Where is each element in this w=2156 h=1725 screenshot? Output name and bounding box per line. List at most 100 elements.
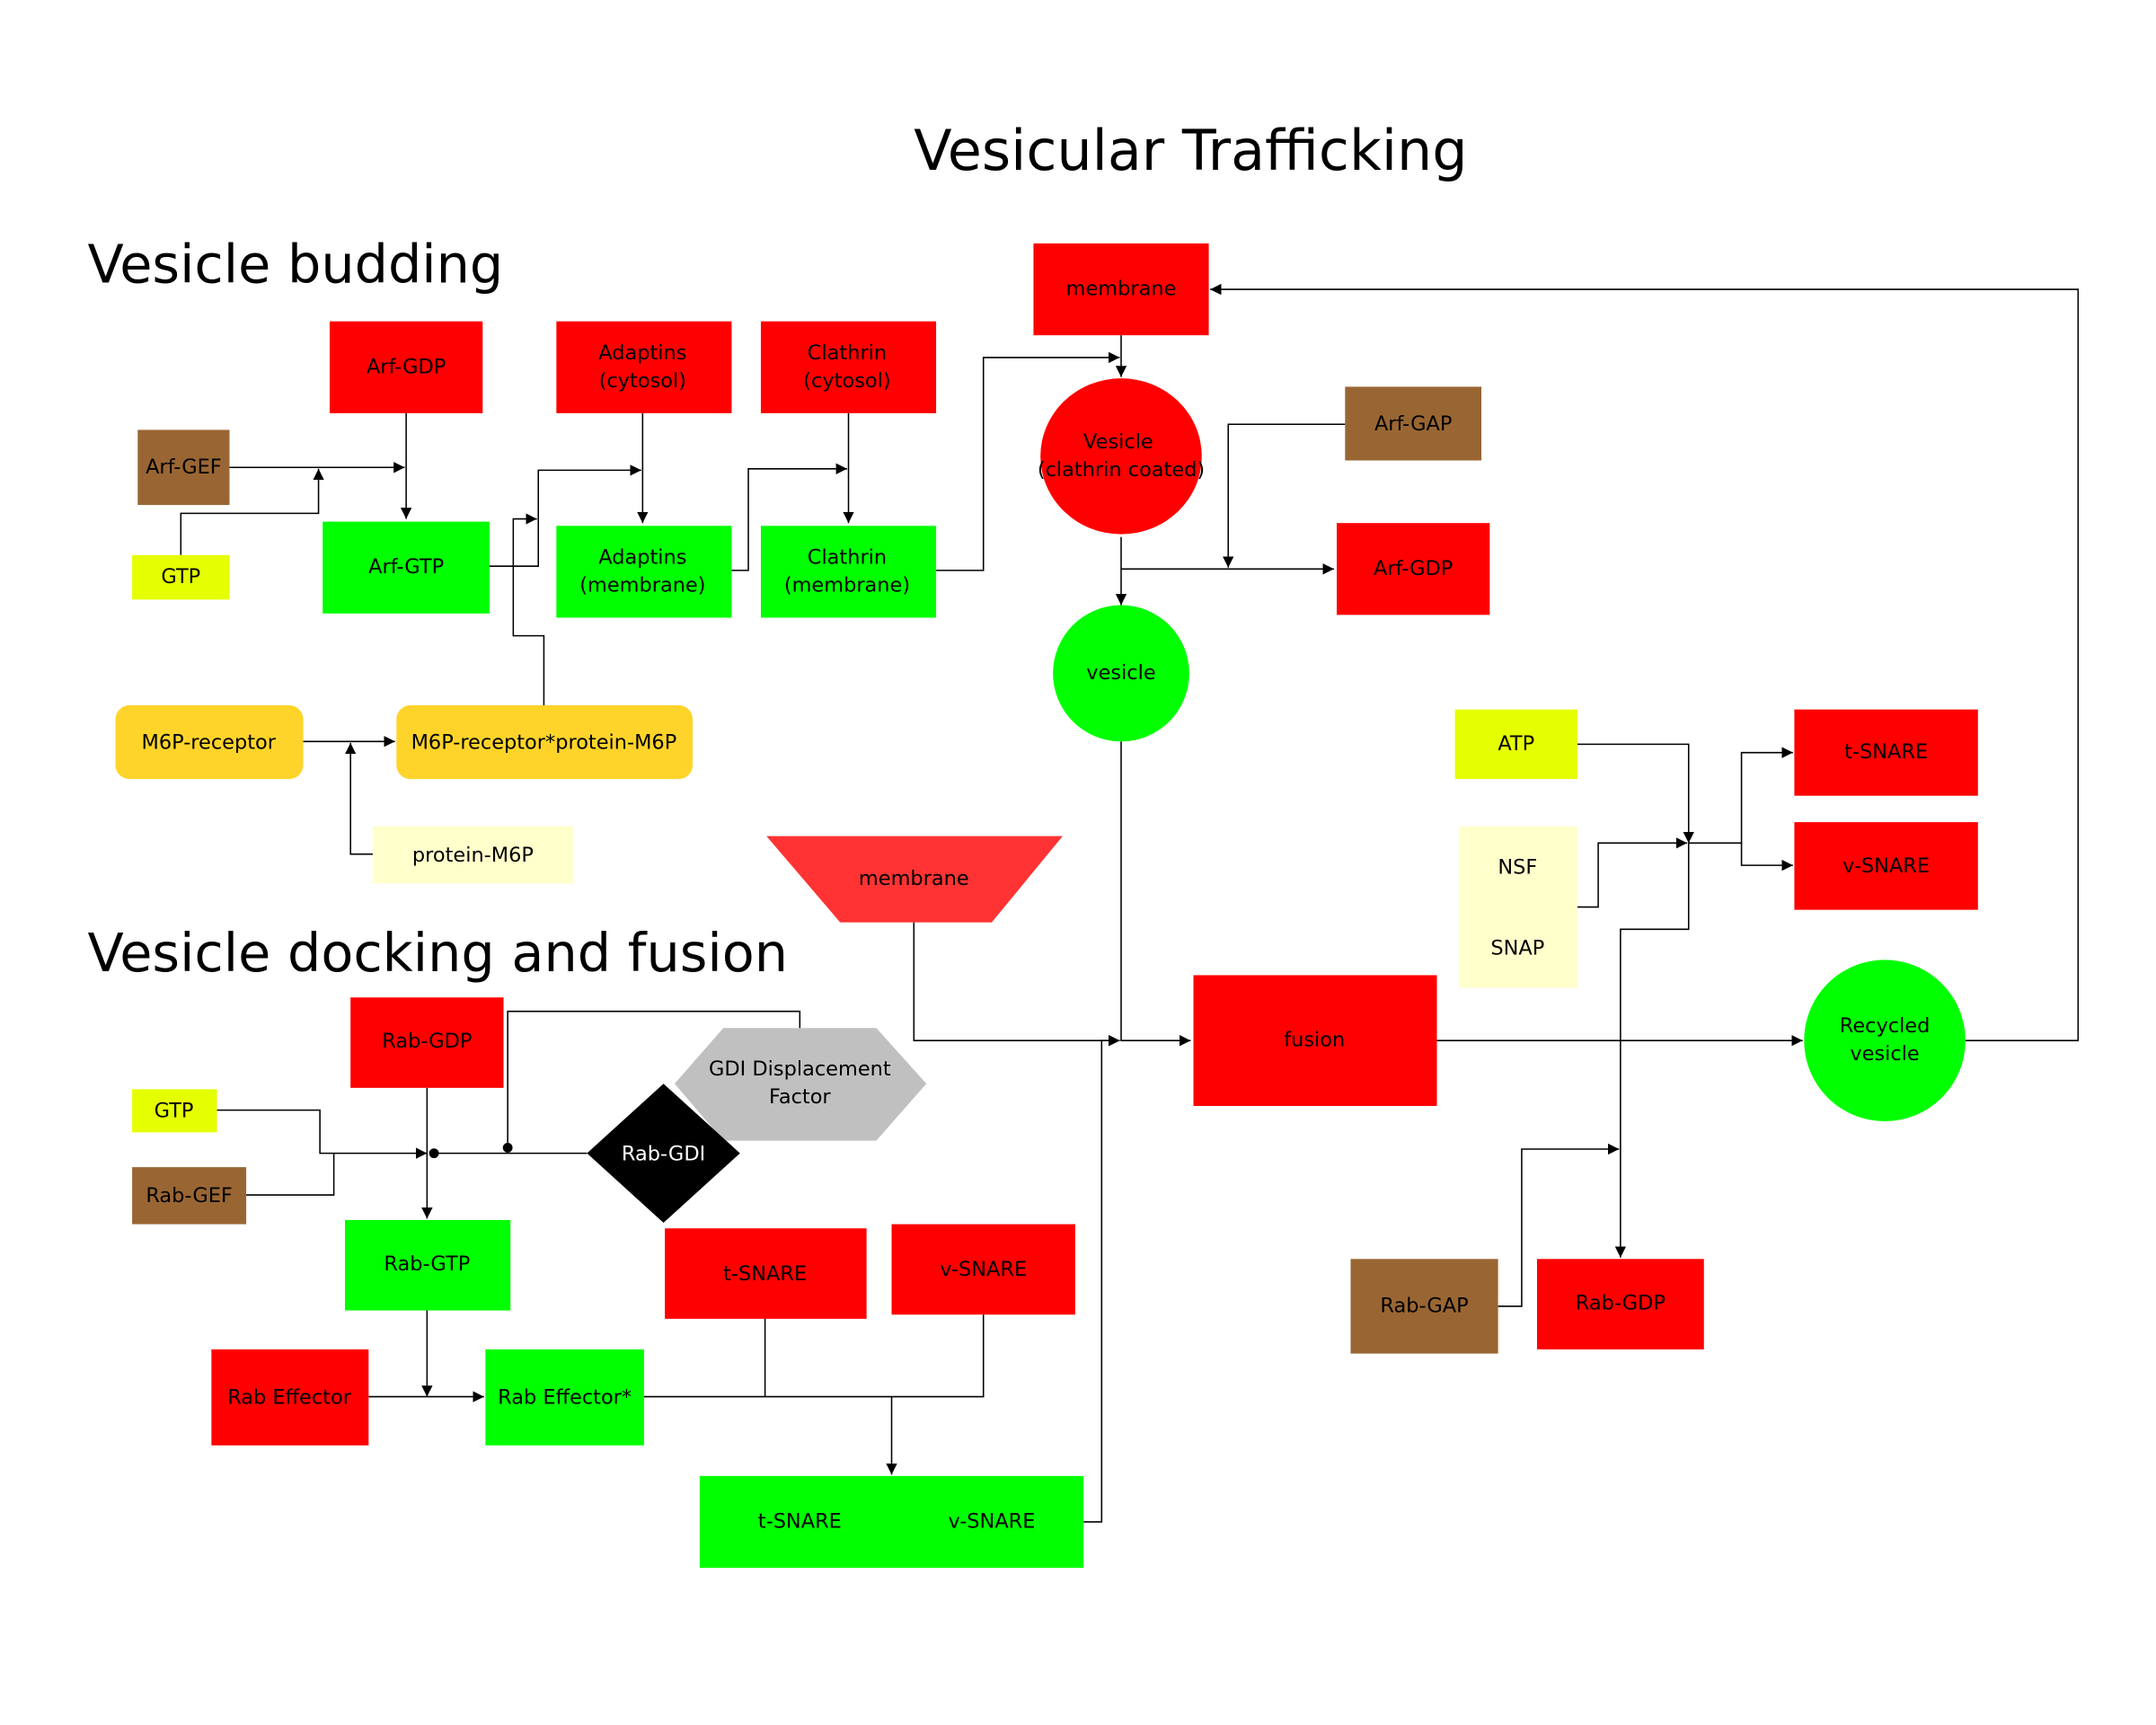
edge	[216, 1109, 428, 1159]
node-clathrin-cytosol[interactable]: Clathrin (cytosol)	[760, 321, 937, 413]
node-label: (cytosol)	[803, 369, 890, 393]
node-vesicle[interactable]: vesicle	[1053, 605, 1189, 742]
node-label: SNAP	[1490, 937, 1544, 960]
node-label: (cytosol)	[599, 369, 686, 393]
node-rab-gdp-2[interactable]: Rab-GDP	[1536, 1259, 1704, 1349]
edge	[1083, 1035, 1120, 1523]
node-label: membrane	[1066, 278, 1177, 301]
node-label: Rab-GAP	[1380, 1294, 1468, 1317]
node-vesicle-clathrin-coated[interactable]: Vesicle (clathrin coated)	[1038, 378, 1205, 535]
node-label: vesicle	[1850, 1042, 1919, 1066]
node-label: Clathrin	[808, 341, 887, 365]
node-label: NSF	[1498, 856, 1537, 880]
node-membrane-top[interactable]: membrane	[1033, 243, 1209, 336]
edge	[1498, 1143, 1620, 1307]
node-v-snare-right[interactable]: v-SNARE	[1794, 822, 1978, 910]
node-label: Arf-GAP	[1374, 412, 1452, 436]
node-label: v-SNARE	[940, 1258, 1027, 1281]
node-rab-gtp[interactable]: Rab-GTP	[345, 1219, 511, 1311]
edge	[731, 463, 847, 571]
node-label: GDI Displacement	[709, 1057, 891, 1081]
node-clathrin-membrane[interactable]: Clathrin (membrane)	[760, 526, 937, 618]
node-label: GTP	[161, 565, 200, 588]
node-arf-gtp[interactable]: Arf-GTP	[323, 521, 490, 614]
node-label: Arf-GTP	[368, 555, 444, 579]
edge	[1740, 843, 1793, 871]
node-label: M6P-receptor*protein-M6P	[411, 730, 677, 754]
node-label: (membrane)	[579, 573, 705, 597]
node-recycled-vesicle[interactable]: Recycled vesicle	[1804, 960, 1966, 1121]
node-label: protein-M6P	[412, 844, 534, 867]
node-label: t-SNARE	[758, 1509, 842, 1533]
edge	[246, 1153, 335, 1196]
node-label: Rab Effector	[227, 1386, 352, 1410]
node-rab-gdp[interactable]: Rab-GDP	[350, 997, 504, 1088]
edge	[1577, 743, 1694, 844]
edge	[1577, 837, 1688, 908]
node-t-snare[interactable]: t-SNARE	[665, 1228, 867, 1319]
node-adaptins-membrane[interactable]: Adaptins (membrane)	[556, 526, 732, 618]
node-rab-gdi[interactable]: Rab-GDI	[587, 1084, 740, 1224]
node-arf-gdp[interactable]: Arf-GDP	[329, 321, 483, 413]
node-label: Adaptins	[598, 545, 686, 569]
node-label: (membrane)	[784, 573, 910, 597]
node-gtp[interactable]: GTP	[132, 554, 230, 600]
edge	[1223, 423, 1346, 568]
node-label: (clathrin coated)	[1038, 458, 1205, 482]
node-m6p-complex[interactable]: M6P-receptor*protein-M6P	[396, 705, 694, 780]
section-title-docking: Vesicle docking and fusion	[88, 922, 789, 984]
edge	[1210, 283, 2080, 1041]
node-label: Rab-GDP	[382, 1030, 472, 1053]
edge	[913, 922, 1120, 1047]
node-label: ATP	[1498, 732, 1534, 756]
node-label: M6P-receptor	[142, 730, 277, 754]
node-rab-gef[interactable]: Rab-GEF	[132, 1167, 247, 1225]
node-label: Rab-GDP	[1576, 1291, 1666, 1314]
node-arf-gdp-2[interactable]: Arf-GDP	[1337, 523, 1490, 615]
edge	[345, 742, 373, 855]
section-title-budding: Vesicle budding	[88, 233, 504, 295]
node-membrane-trapezoid[interactable]: membrane	[766, 836, 1063, 923]
edge	[1120, 741, 1191, 1047]
node-m6p-receptor[interactable]: M6P-receptor	[115, 705, 304, 780]
node-label: Rab-GEF	[146, 1184, 232, 1208]
node-rab-gap[interactable]: Rab-GAP	[1350, 1259, 1498, 1354]
node-label: Rab-GDI	[622, 1143, 705, 1166]
node-fusion[interactable]: fusion	[1193, 975, 1437, 1106]
node-t-snare-right[interactable]: t-SNARE	[1794, 709, 1978, 796]
edge	[512, 513, 545, 706]
node-label: v-SNARE	[1842, 854, 1930, 878]
junction-dot	[429, 1148, 439, 1159]
node-label: Adaptins	[598, 341, 686, 365]
node-rab-effector[interactable]: Rab Effector	[211, 1349, 369, 1446]
node-label: membrane	[859, 867, 969, 890]
node-gtp-2[interactable]: GTP	[132, 1089, 217, 1133]
node-v-snare[interactable]: v-SNARE	[891, 1224, 1075, 1315]
edge	[1614, 843, 1690, 1258]
node-rab-effector-active[interactable]: Rab Effector*	[485, 1349, 644, 1446]
junction-dot	[502, 1143, 513, 1153]
node-label: Recycled	[1840, 1014, 1931, 1038]
edges	[180, 283, 2080, 1523]
node-nsf-snap[interactable]: NSF SNAP	[1459, 826, 1577, 988]
node-label: vesicle	[1086, 661, 1155, 685]
node-adaptins-cytosol[interactable]: Adaptins (cytosol)	[556, 321, 732, 413]
node-label: t-SNARE	[723, 1262, 807, 1286]
node-arf-gef[interactable]: Arf-GEF	[137, 429, 230, 506]
edge	[180, 468, 324, 555]
node-atp[interactable]: ATP	[1454, 709, 1577, 780]
edge	[507, 1010, 801, 1148]
node-label: GTP	[155, 1100, 194, 1123]
node-label: Vesicle	[1083, 430, 1153, 454]
node-label: Arf-GEF	[146, 456, 222, 479]
node-label: Clathrin	[808, 545, 887, 569]
diagram-title: Vesicular Trafficking	[914, 119, 1467, 183]
node-protein-m6p[interactable]: protein-M6P	[372, 826, 573, 884]
edge	[643, 1314, 985, 1398]
edge	[936, 351, 1120, 571]
node-arf-gap[interactable]: Arf-GAP	[1345, 386, 1482, 461]
node-label: Arf-GDP	[367, 355, 446, 378]
